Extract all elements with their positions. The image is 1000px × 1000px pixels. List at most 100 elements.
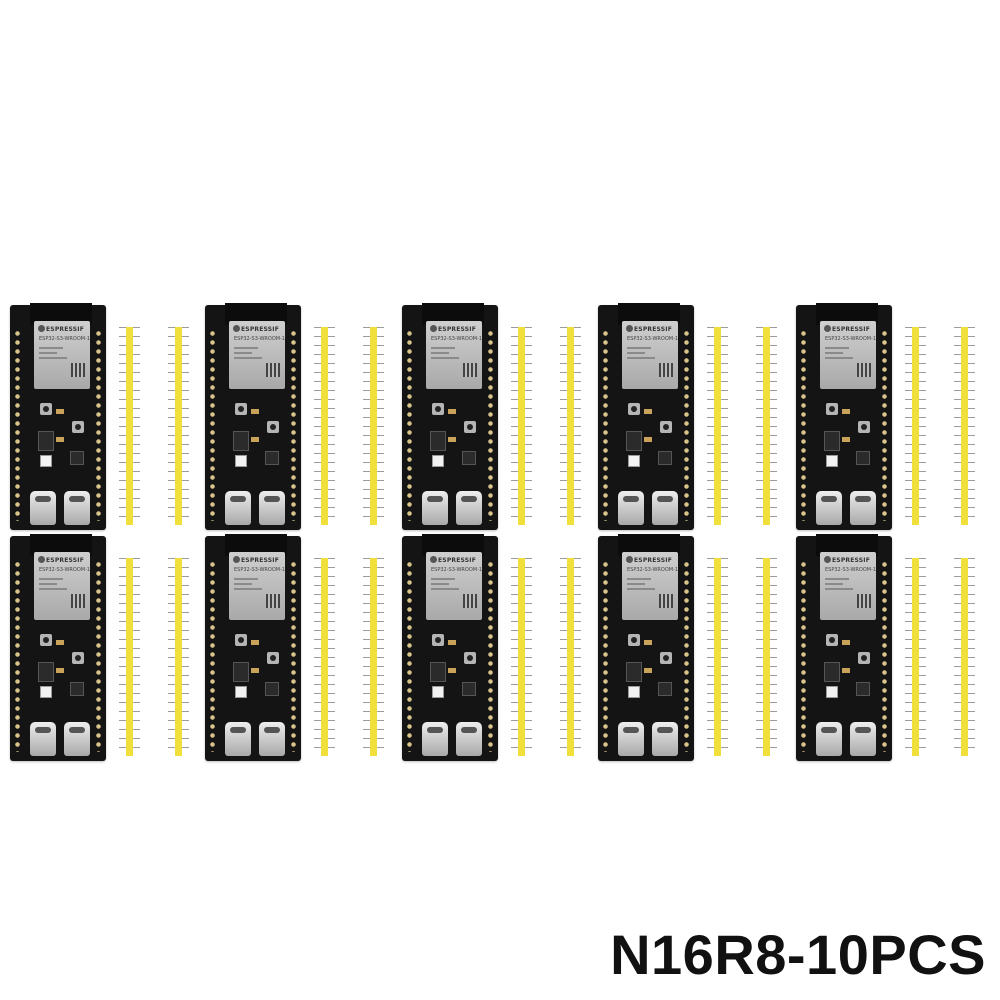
capacitor <box>56 668 64 673</box>
reset-button <box>40 634 52 646</box>
pin-row-right <box>682 329 691 521</box>
pin-row-right <box>880 560 889 752</box>
dev-board: ESPRESSIF ESP32-S3-WROOM-1 <box>598 534 694 761</box>
pin-row-left <box>799 329 808 521</box>
pin-row-left <box>208 329 217 521</box>
usb-c-port <box>456 491 482 525</box>
pin-header <box>175 558 182 756</box>
capacitor <box>448 668 456 673</box>
boot-button <box>858 421 870 433</box>
shield-marking <box>431 352 449 354</box>
shield-marking <box>39 583 57 585</box>
boot-button <box>464 652 476 664</box>
pin-row-right <box>486 560 495 752</box>
usb-bridge-chip <box>70 682 84 696</box>
pin-row-left <box>601 329 610 521</box>
brand-logo-icon <box>233 556 240 563</box>
brand-logo-icon <box>626 556 633 563</box>
usb-c-port <box>652 722 678 756</box>
antenna-tab <box>30 303 92 325</box>
module-brand: ESPRESSIF <box>241 557 280 564</box>
boot-button <box>72 652 84 664</box>
pin-row-left <box>405 560 414 752</box>
usb-bridge-chip <box>658 451 672 465</box>
pin-header <box>763 558 770 756</box>
brand-logo-icon <box>38 556 45 563</box>
usb-c-port <box>64 722 90 756</box>
pin-row-right <box>682 560 691 752</box>
shield-marking <box>234 347 258 349</box>
rgb-led <box>432 455 444 467</box>
module-brand: ESPRESSIF <box>832 557 871 564</box>
capacitor <box>251 640 259 645</box>
usb-bridge-chip <box>462 451 476 465</box>
rgb-led <box>40 686 52 698</box>
regulator-chip <box>233 662 249 682</box>
module-brand: ESPRESSIF <box>634 557 673 564</box>
reset-button <box>432 634 444 646</box>
usb-c-port <box>225 722 251 756</box>
reset-button <box>628 403 640 415</box>
module-brand: ESPRESSIF <box>634 326 673 333</box>
module-model: ESP32-S3-WROOM-1 <box>234 336 285 342</box>
regulator-chip <box>233 431 249 451</box>
antenna-tab <box>30 534 92 556</box>
module-brand: ESPRESSIF <box>241 326 280 333</box>
shield-marking <box>825 583 843 585</box>
pin-header <box>126 558 133 756</box>
qr-code <box>266 363 280 377</box>
boot-button <box>267 421 279 433</box>
boot-button <box>72 421 84 433</box>
usb-c-port <box>850 491 876 525</box>
capacitor <box>644 409 652 414</box>
capacitor <box>842 668 850 673</box>
antenna-tab <box>618 303 680 325</box>
pin-row-left <box>405 329 414 521</box>
boot-button <box>660 421 672 433</box>
pin-row-right <box>94 329 103 521</box>
module-model: ESP32-S3-WROOM-1 <box>627 336 678 342</box>
usb-bridge-chip <box>70 451 84 465</box>
regulator-chip <box>38 431 54 451</box>
regulator-chip <box>430 662 446 682</box>
module-brand: ESPRESSIF <box>46 326 85 333</box>
shield-marking <box>825 352 843 354</box>
shield-marking <box>234 588 262 590</box>
pin-header <box>912 558 919 756</box>
qr-code <box>857 594 871 608</box>
shield-marking <box>627 578 651 580</box>
capacitor <box>56 640 64 645</box>
shield-marking <box>627 347 651 349</box>
antenna-tab <box>422 303 484 325</box>
regulator-chip <box>430 431 446 451</box>
dev-board: ESPRESSIF ESP32-S3-WROOM-1 <box>205 303 301 530</box>
module-model: ESP32-S3-WROOM-1 <box>825 336 876 342</box>
reset-button <box>628 634 640 646</box>
regulator-chip <box>626 431 642 451</box>
rgb-led <box>826 455 838 467</box>
module-shield: ESPRESSIF ESP32-S3-WROOM-1 <box>622 552 678 620</box>
pin-header <box>518 327 525 525</box>
module-model: ESP32-S3-WROOM-1 <box>627 567 678 573</box>
module-model: ESP32-S3-WROOM-1 <box>39 567 90 573</box>
qr-code <box>857 363 871 377</box>
regulator-chip <box>626 662 642 682</box>
shield-marking <box>39 352 57 354</box>
antenna-tab <box>816 303 878 325</box>
pin-row-right <box>880 329 889 521</box>
pin-header <box>126 327 133 525</box>
qr-code <box>463 594 477 608</box>
pin-row-right <box>289 329 298 521</box>
qr-code <box>71 363 85 377</box>
reset-button <box>40 403 52 415</box>
qr-code <box>659 594 673 608</box>
reset-button <box>826 634 838 646</box>
usb-c-port <box>618 491 644 525</box>
